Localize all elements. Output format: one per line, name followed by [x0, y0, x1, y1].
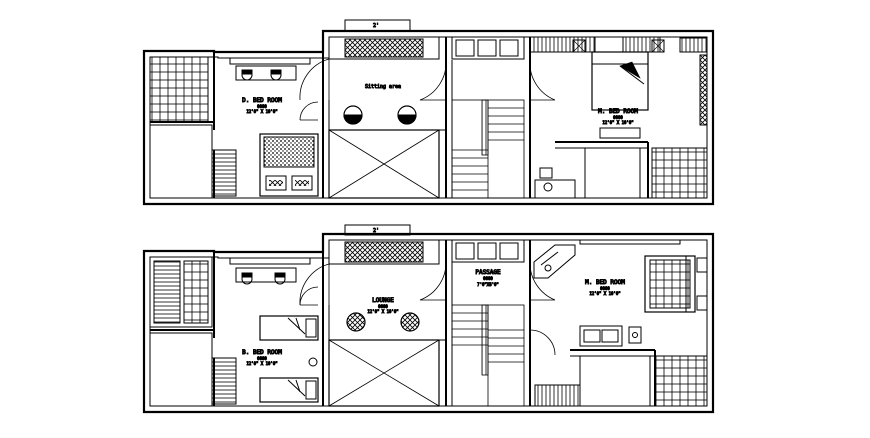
lower-b-bedroom-bed-top — [259, 315, 319, 341]
upper-m-bedroom-name: M. BED ROOM — [598, 108, 638, 115]
upper-outer-wall — [142, 29, 715, 206]
lower-lounge-cabinet — [328, 239, 440, 265]
upper-d-bedroom-code: 0000 — [257, 104, 267, 109]
lower-m-bedroom-sofa — [579, 325, 623, 347]
upper-d-bedroom-bed — [259, 133, 319, 197]
lower-passage-size: 7'0"X6'0" — [477, 282, 499, 287]
lower-left-closet — [211, 357, 237, 405]
upper-vanity — [534, 179, 576, 199]
lower-passage-name: PASSAGE — [475, 269, 501, 276]
upper-m-bedroom-bed — [591, 51, 649, 111]
lower-b-bedroom-size: 12'0" X 10'0" — [246, 361, 277, 366]
lower-left-wardrobe — [149, 256, 213, 328]
lower-void — [328, 339, 440, 407]
lower-lounge-table-right — [400, 312, 420, 332]
upper-m-bedroom-size: 12'0" X 10'0" — [602, 120, 633, 125]
lower-m-bedroom-size: 12'0" X 10'0" — [589, 291, 620, 296]
upper-left-grid-floor — [149, 56, 209, 123]
lower-m-bedroom-desk — [533, 244, 576, 279]
lower-balcony-band — [344, 224, 411, 236]
upper-d-bedroom-size: 12'0" X 10'0" — [246, 109, 277, 114]
upper-void — [328, 129, 440, 199]
lower-passage-seating — [451, 239, 525, 263]
lower-b-bedroom-code: 0000 — [257, 356, 267, 361]
lower-bottom-closet — [534, 384, 581, 407]
lower-b-bedroom-name: B. BED ROOM — [242, 349, 282, 356]
lower-right-grid-floor — [654, 355, 708, 407]
lower-top-dimension: 2' — [373, 228, 379, 234]
lower-staircase — [451, 304, 525, 407]
upper-top-dimension: 2' — [373, 23, 379, 29]
lower-lounge-size: 12'0" X 10'0" — [367, 309, 398, 314]
lower-b-bedroom-bed-bottom — [259, 377, 319, 403]
upper-balcony-band — [344, 19, 411, 32]
upper-m-bedroom-code: 0000 — [613, 115, 623, 120]
lower-lounge-code: 0000 — [378, 304, 388, 309]
upper-floor-plan: 2' D. BED ROOM 0000 12'0" X 10'0" Si — [142, 19, 715, 206]
lower-m-bedroom-name: M. BED ROOM — [585, 279, 625, 286]
upper-passage-seating — [451, 36, 525, 60]
lower-floor-plan: 2' B. BED ROOM 0000 12'0" X 10'0" — [142, 224, 715, 414]
lower-lounge-name: LOUNGE — [372, 297, 394, 304]
lower-lounge-table-left — [346, 312, 366, 332]
upper-right-grid-floor — [651, 147, 708, 199]
upper-sitting-cabinet — [328, 36, 440, 60]
lower-passage-code: 0000 — [483, 276, 493, 281]
upper-d-bedroom-name: D. BED ROOM — [242, 97, 282, 104]
upper-left-wardrobe — [211, 149, 237, 197]
upper-staircase — [451, 99, 525, 199]
lower-outer-wall — [142, 232, 715, 414]
upper-d-bedroom-shelf — [229, 57, 311, 65]
upper-sitting-area-label: Sitting area — [365, 84, 401, 90]
lower-m-bedroom-code: 0000 — [600, 286, 610, 291]
